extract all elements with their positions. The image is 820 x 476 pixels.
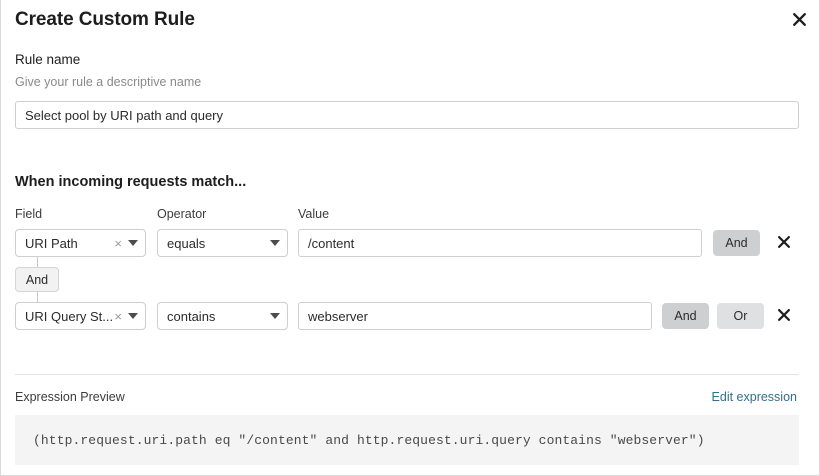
- condition-1-value-input[interactable]: [298, 229, 702, 257]
- chevron-down-icon: [128, 240, 138, 246]
- condition-1-and-button[interactable]: And: [713, 230, 760, 256]
- condition-1-field-select[interactable]: URI Path ×: [15, 229, 146, 257]
- condition-2-value-input[interactable]: [298, 302, 652, 330]
- expression-preview-text: (http.request.uri.path eq "/content" and…: [33, 432, 705, 448]
- condition-1-operator-value: equals: [167, 235, 206, 251]
- chevron-down-icon: [270, 240, 280, 246]
- condition-1-operator-select[interactable]: equals: [157, 229, 288, 257]
- condition-2-or-button[interactable]: Or: [717, 303, 764, 329]
- rule-name-input[interactable]: [15, 101, 799, 129]
- expression-preview-label: Expression Preview: [15, 390, 125, 404]
- condition-2-field-select[interactable]: URI Query St... ×: [15, 302, 146, 330]
- group-and-chip[interactable]: And: [15, 267, 59, 292]
- clear-icon[interactable]: ×: [114, 308, 122, 324]
- column-header-operator: Operator: [157, 207, 207, 221]
- clear-icon[interactable]: ×: [114, 235, 122, 251]
- condition-1-field-value: URI Path: [25, 235, 78, 251]
- condition-2-operator-select[interactable]: contains: [157, 302, 288, 330]
- close-icon: [792, 12, 807, 27]
- group-connector-line-bottom: [37, 291, 38, 302]
- condition-2-field-value: URI Query St...: [25, 308, 113, 324]
- match-section-heading: When incoming requests match...: [15, 174, 247, 190]
- condition-2-and-button[interactable]: And: [662, 303, 709, 329]
- column-header-field: Field: [15, 207, 43, 221]
- divider: [15, 374, 799, 375]
- rule-name-label: Rule name: [15, 52, 81, 67]
- group-connector-line-top: [37, 257, 38, 267]
- expression-preview-box: (http.request.uri.path eq "/content" and…: [15, 415, 799, 465]
- rule-name-hint: Give your rule a descriptive name: [15, 75, 202, 89]
- close-icon: [777, 235, 791, 252]
- edit-expression-link[interactable]: Edit expression: [711, 390, 797, 404]
- condition-2-operator-value: contains: [167, 308, 216, 324]
- column-header-value: Value: [298, 207, 330, 221]
- dialog-title: Create Custom Rule: [15, 9, 195, 30]
- chevron-down-icon: [128, 313, 138, 319]
- chevron-down-icon: [270, 313, 280, 319]
- condition-1-remove-button[interactable]: [773, 232, 795, 254]
- condition-2-remove-button[interactable]: [773, 305, 795, 327]
- close-icon: [777, 308, 791, 325]
- close-dialog-button[interactable]: [788, 8, 810, 30]
